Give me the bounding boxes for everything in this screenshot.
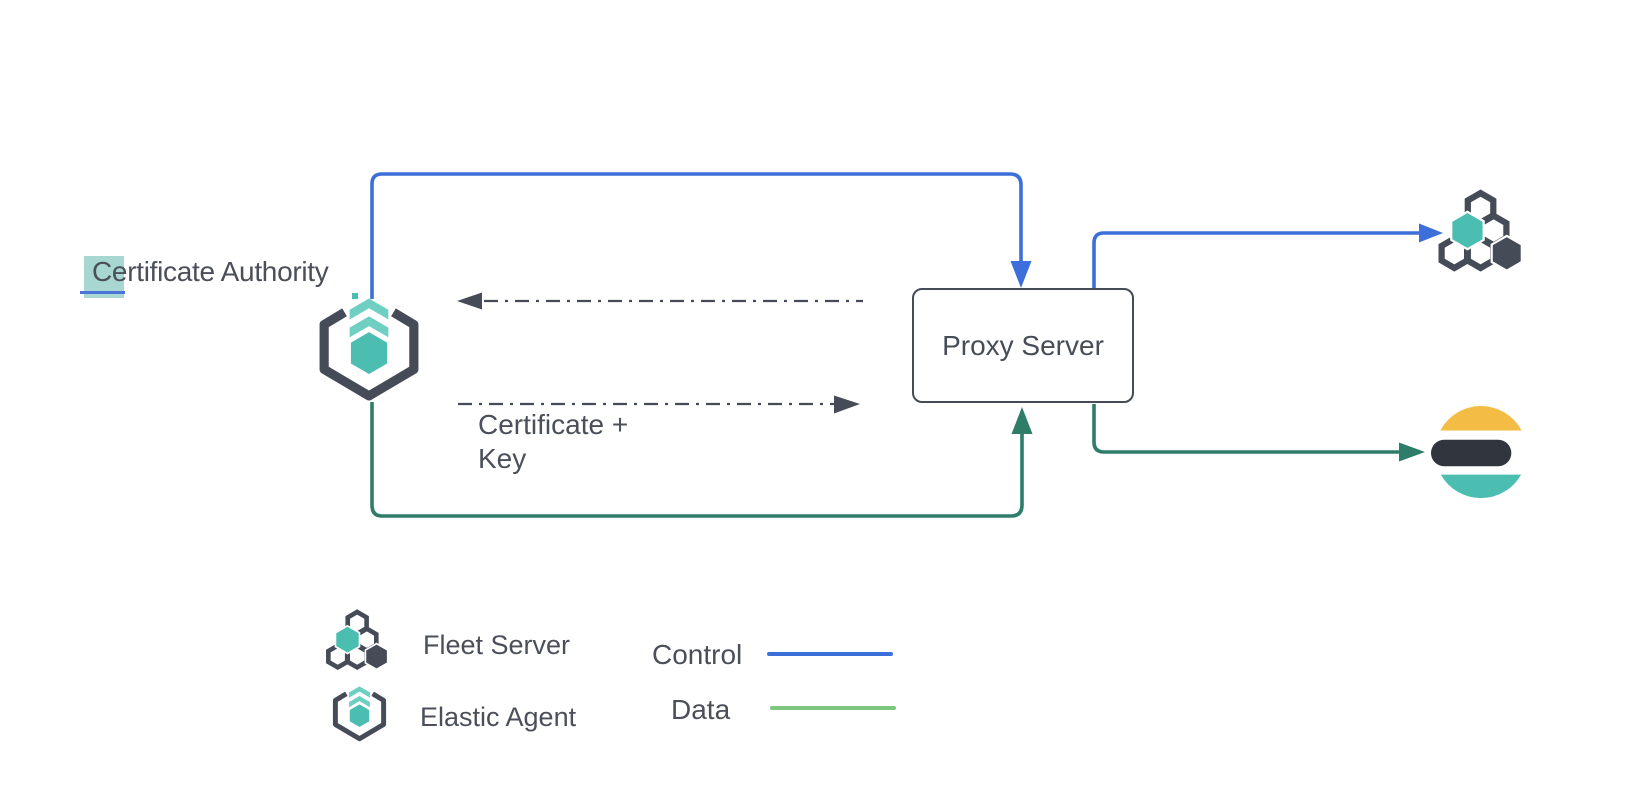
data-line-ca-to-proxy [370, 402, 1033, 518]
legend-fleet-server-label: Fleet Server [423, 630, 571, 660]
control-line-proxy-to-fleet [1092, 223, 1443, 288]
elasticsearch-icon[interactable] [1430, 400, 1528, 508]
arrowhead-icon [1399, 442, 1425, 462]
control-line-ca-to-proxy [370, 172, 1032, 299]
cert-exchange-arrow-left [457, 292, 863, 310]
fleet-server-icon[interactable] [1436, 189, 1526, 273]
proxy-server-label: Proxy Server [942, 329, 1104, 361]
arrowhead-icon [457, 292, 482, 310]
arrowhead-icon [1010, 261, 1032, 288]
arrowhead-icon [1011, 407, 1033, 434]
legend-control-line-swatch [767, 652, 893, 656]
selection-handle-dot [352, 293, 358, 299]
certificate-authority-label[interactable]: Certificate Authority [92, 256, 329, 287]
proxy-server-node[interactable]: Proxy Server [912, 288, 1134, 403]
legend-data-label: Data [671, 694, 731, 725]
arrowhead-icon [834, 395, 860, 414]
legend-elastic-agent-label: Elastic Agent [420, 702, 577, 732]
elastic-agent-icon[interactable] [316, 296, 422, 402]
cert-exchange-arrow-right [458, 395, 860, 414]
certificate-key-label: Certificate + Key [478, 409, 629, 474]
arrowhead-icon [1419, 223, 1443, 243]
fleet-server-icon [324, 609, 391, 671]
text-cursor-underline [80, 291, 125, 294]
legend-control-label: Control [652, 639, 743, 670]
elastic-agent-icon [331, 685, 388, 742]
legend-data-line-swatch [770, 706, 896, 710]
data-line-proxy-to-elasticsearch [1092, 404, 1425, 462]
